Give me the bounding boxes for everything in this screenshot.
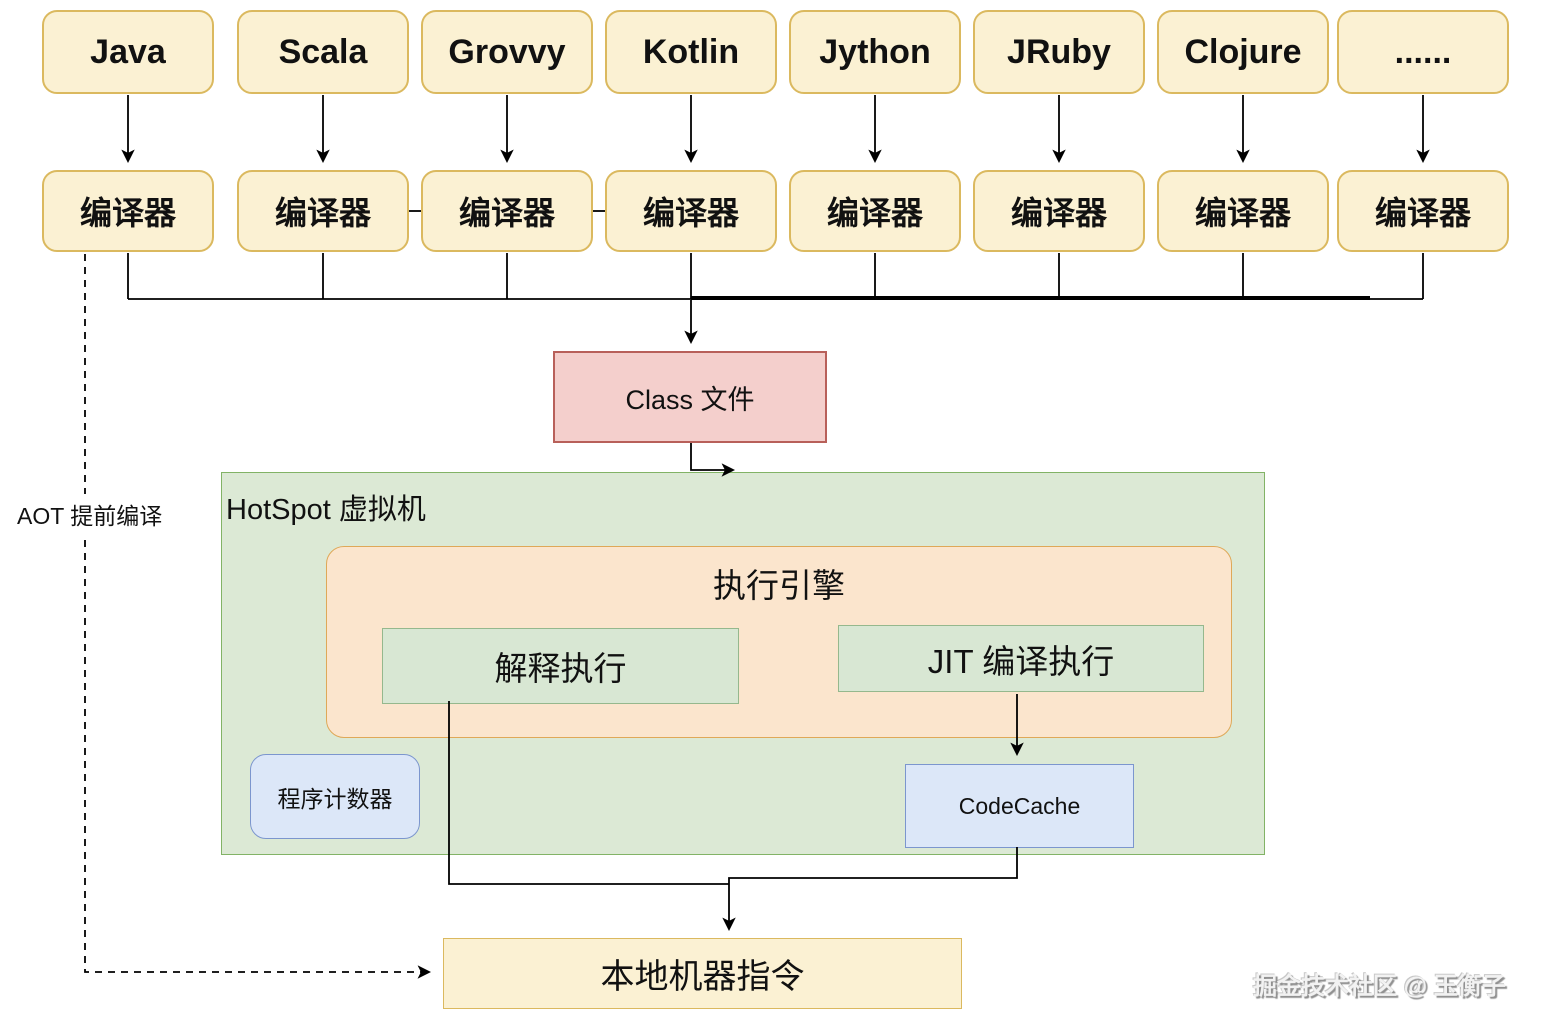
language-box-jruby: JRuby — [973, 10, 1145, 94]
compiler-box-grovvy: 编译器 — [421, 170, 593, 252]
native-instructions-box: 本地机器指令 — [443, 938, 962, 1009]
language-box-java: Java — [42, 10, 214, 94]
compiler-box-clojure: 编译器 — [1157, 170, 1329, 252]
compiler-box-jruby: 编译器 — [973, 170, 1145, 252]
execution-engine-container: 执行引擎 解释执行 JIT 编译执行 — [326, 546, 1232, 738]
compiler-box-java: 编译器 — [42, 170, 214, 252]
language-box-scala: Scala — [237, 10, 409, 94]
jit-execution-box: JIT 编译执行 — [838, 625, 1204, 692]
compiler-box-more: 编译器 — [1337, 170, 1509, 252]
compiler-box-scala: 编译器 — [237, 170, 409, 252]
class-file-box: Class 文件 — [553, 351, 827, 443]
watermark-text: 掘金技术社区 @ 玉衡子 — [1253, 973, 1506, 1000]
arrow-classfile-to-hotspot — [690, 443, 736, 477]
language-box-clojure: Clojure — [1157, 10, 1329, 94]
language-box-kotlin: Kotlin — [605, 10, 777, 94]
compiler-box-kotlin: 编译器 — [605, 170, 777, 252]
language-box-grovvy: Grovvy — [421, 10, 593, 94]
program-counter-box: 程序计数器 — [250, 754, 420, 839]
hotspot-vm-title: HotSpot 虚拟机 — [226, 494, 426, 526]
language-box-more: ...... — [1337, 10, 1509, 94]
interpreted-execution-box: 解释执行 — [382, 628, 739, 704]
hotspot-vm-container: HotSpot 虚拟机 执行引擎 解释执行 JIT 编译执行 程序计数器 Cod… — [221, 472, 1265, 855]
execution-engine-title: 执行引擎 — [713, 567, 845, 604]
language-box-jython: Jython — [789, 10, 961, 94]
aot-compile-label: AOT 提前编译 — [12, 494, 168, 534]
codecache-box: CodeCache — [905, 764, 1134, 848]
compiler-box-jython: 编译器 — [789, 170, 961, 252]
